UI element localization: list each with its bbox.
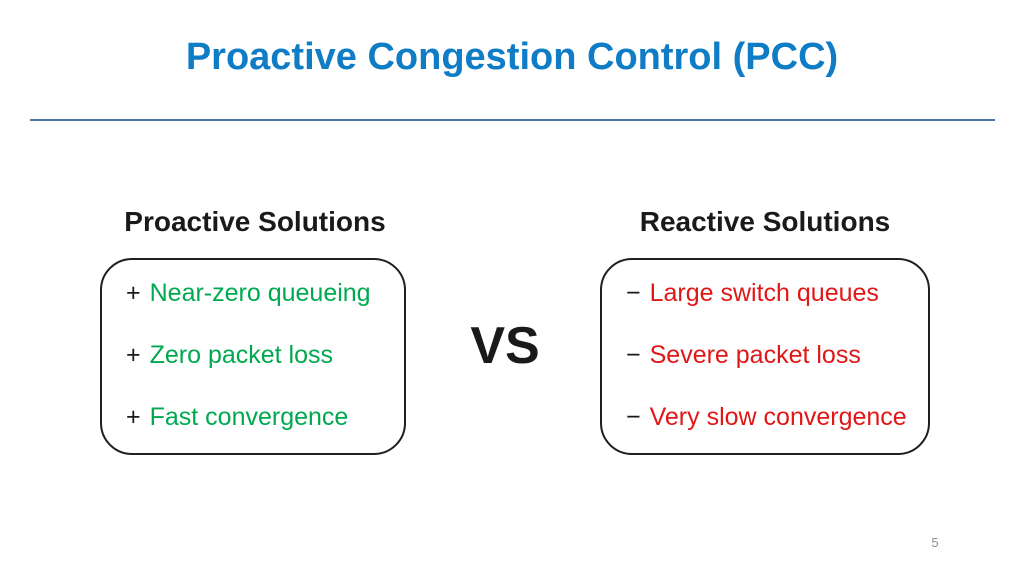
plus-sign: + (126, 278, 141, 307)
slide-title: Proactive Congestion Control (PCC) (185, 36, 839, 78)
page-number: 5 (931, 535, 939, 550)
proactive-item: + Fast convergence (126, 386, 404, 448)
minus-sign: − (626, 340, 641, 369)
proactive-heading: Proactive Solutions (124, 206, 386, 237)
reactive-item: − Severe packet loss (626, 324, 928, 386)
proactive-item: + Near-zero queueing (126, 262, 404, 324)
reactive-item: − Very slow convergence (626, 386, 928, 448)
minus-sign: − (626, 278, 641, 307)
reactive-item: − Large switch queues (626, 262, 928, 324)
proactive-item: + Zero packet loss (126, 324, 404, 386)
reactive-item-label: Very slow convergence (649, 402, 907, 431)
minus-sign: − (626, 402, 641, 431)
plus-sign: + (126, 340, 141, 369)
reactive-item-label: Large switch queues (649, 278, 879, 307)
proactive-item-label: Near-zero queueing (149, 278, 371, 307)
title-divider (30, 119, 995, 121)
proactive-item-label: Zero packet loss (149, 340, 334, 369)
reactive-box: − Large switch queues − Severe packet lo… (600, 258, 930, 455)
reactive-item-label: Severe packet loss (649, 340, 861, 369)
proactive-item-label: Fast convergence (149, 402, 349, 431)
plus-sign: + (126, 402, 141, 431)
vs-label: VS (470, 317, 540, 375)
reactive-heading: Reactive Solutions (639, 206, 891, 237)
proactive-box: + Near-zero queueing + Zero packet loss … (100, 258, 406, 455)
